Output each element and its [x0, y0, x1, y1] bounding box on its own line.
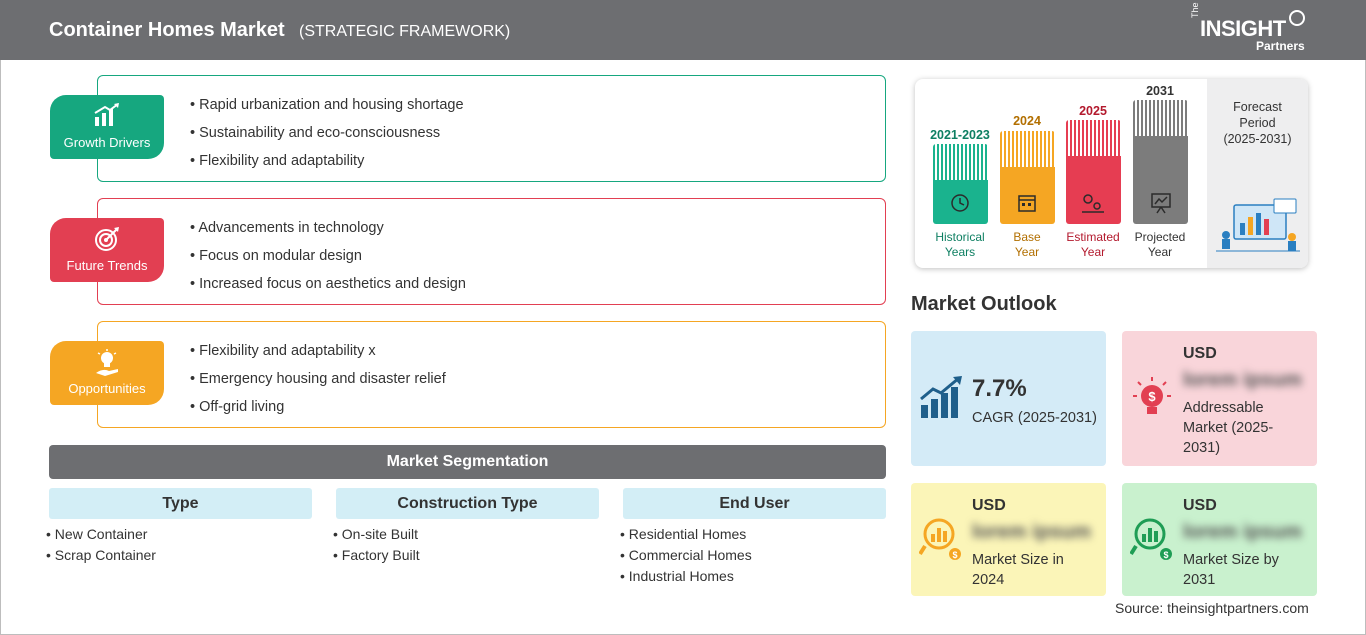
page-subtitle: (STRATEGIC FRAMEWORK)	[299, 23, 511, 40]
list-item: Off-grid living	[190, 396, 446, 424]
list-item: Sustainability and eco-consciousness	[190, 122, 464, 150]
growth-drivers-label: Growth Drivers	[63, 135, 151, 150]
size-2024-value-blurred: lorem ipsum	[972, 521, 1091, 543]
history-clock-icon	[951, 194, 969, 212]
presentation-icon	[1151, 193, 1171, 214]
timeline-panel: Forecast Period (2025-2031) 2021-2023 Hi…	[915, 79, 1308, 268]
growth-chart-icon	[920, 376, 962, 418]
bar-caption-line: Base	[1013, 230, 1041, 244]
opportunities-card: Flexibility and adaptability x Emergency…	[97, 321, 886, 428]
source-text: Source: theinsightpartners.com	[1115, 600, 1309, 616]
bar-caption-line: Years	[944, 245, 976, 259]
size-2024-usd: USD	[972, 497, 1006, 514]
bar-caption-line: Projected	[1134, 230, 1186, 244]
opportunities-badge: Opportunities	[50, 341, 164, 405]
bar-base	[1000, 131, 1055, 224]
segment-list-end-user: Residential Homes Commercial Homes Indus…	[620, 525, 752, 588]
segmentation-title: Market Segmentation	[49, 445, 886, 479]
list-item: Scrap Container	[46, 546, 156, 567]
market-size-2024-box: $ USD lorem ipsum Market Size in 2024	[911, 483, 1106, 596]
list-item: Focus on modular design	[190, 245, 466, 273]
future-trends-label: Future Trends	[66, 258, 148, 273]
growth-drivers-list: Rapid urbanization and housing shortage …	[190, 94, 464, 178]
logo-ring-icon	[1289, 10, 1305, 26]
page-title: Container Homes Market	[49, 19, 285, 41]
cagr-box: 7.7% CAGR (2025-2031)	[911, 331, 1106, 466]
bar-growth-icon	[94, 103, 119, 126]
future-trends-list: Advancements in technology Focus on modu…	[190, 217, 466, 301]
list-item: Flexibility and adaptability	[190, 150, 464, 178]
bar-caption-estimated: Estimated Year	[1059, 230, 1127, 260]
list-item: Factory Built	[333, 546, 420, 567]
svg-text:$: $	[1148, 389, 1156, 404]
list-item: Rapid urbanization and housing shortage	[190, 94, 463, 122]
gears-chart-icon	[1082, 194, 1104, 213]
lightbulb-hand-icon	[96, 349, 118, 376]
magnifier-chart-icon: $	[919, 518, 961, 560]
bar-projected	[1133, 100, 1188, 224]
forecast-period-panel: Forecast Period (2025-2031)	[1207, 79, 1308, 268]
size-2031-label: Market Size by 2031	[1183, 552, 1279, 588]
bar-year-historical: 2021-2023	[930, 128, 990, 142]
list-item: Advancements in technology	[190, 217, 466, 245]
bar-year-projected: 2031	[1146, 84, 1174, 98]
cagr-label: CAGR (2025-2031)	[972, 410, 1097, 426]
list-item: Industrial Homes	[620, 567, 752, 588]
cagr-value: 7.7%	[972, 375, 1027, 402]
bar-caption-line: Year	[1080, 245, 1106, 259]
bar-caption-base: Base Year	[993, 230, 1061, 260]
addressable-value-blurred: lorem ipsum	[1183, 369, 1302, 391]
segment-list-type: New Container Scrap Container	[46, 525, 156, 567]
bar-caption-historical: Historical Years	[926, 230, 994, 260]
svg-text:$: $	[1163, 550, 1168, 560]
logo-main-text: INSIGHT	[1200, 16, 1286, 41]
opportunities-list: Flexibility and adaptability x Emergency…	[190, 340, 446, 424]
addressable-market-box: $ USD lorem ipsum Addressable Market (20…	[1122, 331, 1317, 466]
list-item: Flexibility and adaptability x	[190, 340, 446, 368]
segment-list-construction: On-site Built Factory Built	[333, 525, 420, 567]
list-item: On-site Built	[333, 525, 420, 546]
list-item: Residential Homes	[620, 525, 752, 546]
addressable-usd: USD	[1183, 345, 1217, 362]
bar-caption-line: Year	[1147, 245, 1173, 259]
size-2031-value-blurred: lorem ipsum	[1183, 521, 1302, 543]
opportunities-label: Opportunities	[68, 381, 146, 396]
forecast-period-label: Forecast Period	[1207, 99, 1308, 131]
market-size-2031-box: $ USD lorem ipsum Market Size by 2031	[1122, 483, 1317, 596]
bar-caption-line: Estimated	[1066, 230, 1120, 244]
bar-caption-line: Historical	[935, 230, 985, 244]
size-2031-usd: USD	[1183, 497, 1217, 514]
bar-year-estimated: 2025	[1079, 104, 1107, 118]
growth-drivers-card: Rapid urbanization and housing shortage …	[97, 75, 886, 182]
list-item: Emergency housing and disaster relief	[190, 368, 446, 396]
logo-the-text: The	[1190, 2, 1200, 18]
header-bar: Container Homes Market (STRATEGIC FRAMEW…	[0, 0, 1366, 60]
calendar-icon	[1018, 195, 1036, 212]
analytics-people-icon	[1216, 198, 1300, 252]
magnifier-chart-icon: $	[1130, 518, 1172, 560]
bar-year-base: 2024	[1013, 114, 1041, 128]
target-icon	[95, 227, 119, 251]
size-2024-label: Market Size in 2024	[972, 552, 1064, 588]
bar-caption-line: Year	[1014, 245, 1040, 259]
forecast-period-range: (2025-2031)	[1223, 132, 1292, 146]
insight-partners-logo[interactable]: The INSIGHT Partners	[1190, 2, 1310, 54]
bar-caption-projected: Projected Year	[1126, 230, 1194, 260]
growth-drivers-badge: Growth Drivers	[50, 95, 164, 159]
market-outlook-title: Market Outlook	[911, 293, 1057, 315]
list-item: Commercial Homes	[620, 546, 752, 567]
money-bulb-icon: $	[1133, 377, 1171, 414]
future-trends-card: Advancements in technology Focus on modu…	[97, 198, 886, 305]
addressable-label: Addressable Market (2025-2031)	[1183, 400, 1274, 456]
future-trends-badge: Future Trends	[50, 218, 164, 282]
list-item: New Container	[46, 525, 156, 546]
logo-partners-text: Partners	[1256, 39, 1305, 53]
segment-head-construction: Construction Type	[336, 488, 599, 519]
segment-head-type: Type	[49, 488, 312, 519]
list-item: Increased focus on aesthetics and design	[190, 273, 466, 301]
segment-head-end-user: End User	[623, 488, 886, 519]
svg-text:$: $	[952, 550, 957, 560]
forecast-period-text: Forecast Period	[1233, 100, 1282, 130]
